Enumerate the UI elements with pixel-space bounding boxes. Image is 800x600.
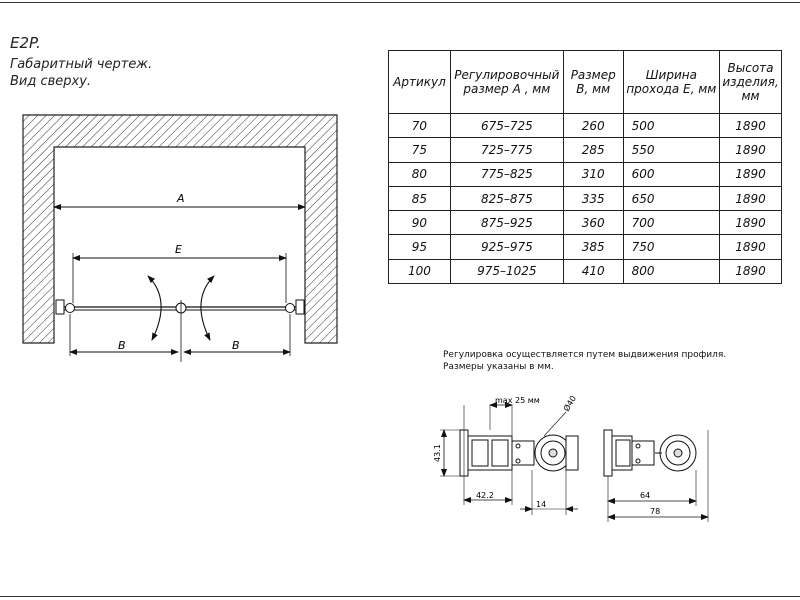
table-row: 85 825–875 335 650 1890 (388, 185, 782, 212)
cell-width-e: 700 (622, 210, 721, 236)
dim-e-label: E (175, 243, 182, 256)
table-row: 70 675–725 260 500 1890 (388, 112, 782, 139)
top-border (0, 2, 800, 3)
table-row: 95 925–975 385 750 1890 (388, 234, 782, 260)
cell-size-b: 335 (562, 185, 624, 212)
bottom-border (0, 596, 800, 597)
profile-gap-label: 14 (536, 500, 546, 509)
cell-size-b: 360 (562, 210, 624, 236)
dimension-e (72, 253, 287, 303)
table-row: 90 875–925 360 700 1890 (388, 210, 782, 236)
title-block: E2P. Габаритный чертеж. Вид сверху. (10, 34, 152, 90)
header-size-b: Размер В, мм (562, 50, 624, 114)
product-code: E2P. (10, 34, 41, 52)
cell-height: 1890 (719, 137, 782, 163)
dim-a-label: A (176, 192, 185, 205)
cell-height: 1890 (719, 185, 782, 212)
profile-diameter-label: Ø40 (561, 394, 578, 413)
dim-b-left-label: B (118, 339, 126, 352)
profile-left-width-label: 42.2 (476, 491, 494, 500)
profile-inner-width-label: 64 (640, 491, 650, 500)
cell-size-b: 310 (562, 161, 624, 187)
cell-size-b: 260 (562, 112, 624, 139)
dimension-b (69, 314, 291, 356)
cell-height: 1890 (719, 161, 782, 187)
profile-outer-width-label: 78 (650, 507, 660, 516)
dim-b-right-label: B (232, 339, 240, 352)
cell-adjust-size: 875–925 (449, 210, 564, 236)
note-line-2: Размеры указаны в мм. (443, 362, 554, 372)
profile-detail (440, 402, 709, 522)
wall-hatched (22, 114, 338, 344)
cell-width-e: 500 (622, 112, 721, 139)
spec-table: Артикул Регулировочный размер А , мм Раз… (388, 50, 782, 285)
header-article: Артикул (388, 50, 451, 114)
cell-adjust-size: 675–725 (449, 112, 564, 139)
header-width-e: Ширина прохода Е, мм (622, 50, 721, 114)
table-row: 80 775–825 310 600 1890 (388, 161, 782, 187)
adjustment-note: Регулировка осуществляется путем выдвиже… (443, 349, 726, 373)
profile-height-label: 43.1 (433, 444, 442, 462)
cell-height: 1890 (719, 210, 782, 236)
header-adjust-size: Регулировочный размер А , мм (449, 50, 564, 114)
cell-article: 95 (388, 234, 451, 260)
title-line-1: Габаритный чертеж. (10, 57, 153, 72)
profile-max-label: max 25 мм (495, 396, 540, 405)
cell-adjust-size: 825–875 (449, 185, 564, 212)
cell-adjust-size: 775–825 (449, 161, 564, 187)
cell-size-b: 410 (562, 258, 624, 285)
cell-adjust-size: 725–775 (449, 137, 564, 163)
cell-adjust-size: 975–1025 (449, 258, 564, 285)
cell-article: 100 (388, 258, 451, 285)
cell-article: 70 (388, 112, 451, 139)
cell-article: 75 (388, 137, 451, 163)
cell-height: 1890 (719, 234, 782, 260)
door-panels (55, 299, 305, 362)
cell-width-e: 600 (622, 161, 721, 187)
table-row: 100 975–1025 410 800 1890 (388, 258, 782, 285)
cell-adjust-size: 925–975 (449, 234, 564, 260)
title-line-2: Вид сверху. (10, 74, 92, 89)
note-line-1: Регулировка осуществляется путем выдвиже… (443, 350, 727, 360)
cell-size-b: 285 (562, 137, 624, 163)
header-height: Высота изделия, мм (719, 50, 782, 114)
cell-article: 90 (388, 210, 451, 236)
cell-height: 1890 (719, 258, 782, 285)
cell-width-e: 650 (622, 185, 721, 212)
cell-width-e: 550 (622, 137, 721, 163)
cell-article: 80 (388, 161, 451, 187)
cell-width-e: 750 (622, 234, 721, 260)
cell-width-e: 800 (622, 258, 721, 285)
table-header-row: Артикул Регулировочный размер А , мм Раз… (388, 50, 782, 114)
cell-height: 1890 (719, 112, 782, 139)
cell-size-b: 385 (562, 234, 624, 260)
cell-article: 85 (388, 185, 451, 212)
table-row: 75 725–775 285 550 1890 (388, 137, 782, 163)
swing-arrows (147, 275, 215, 341)
